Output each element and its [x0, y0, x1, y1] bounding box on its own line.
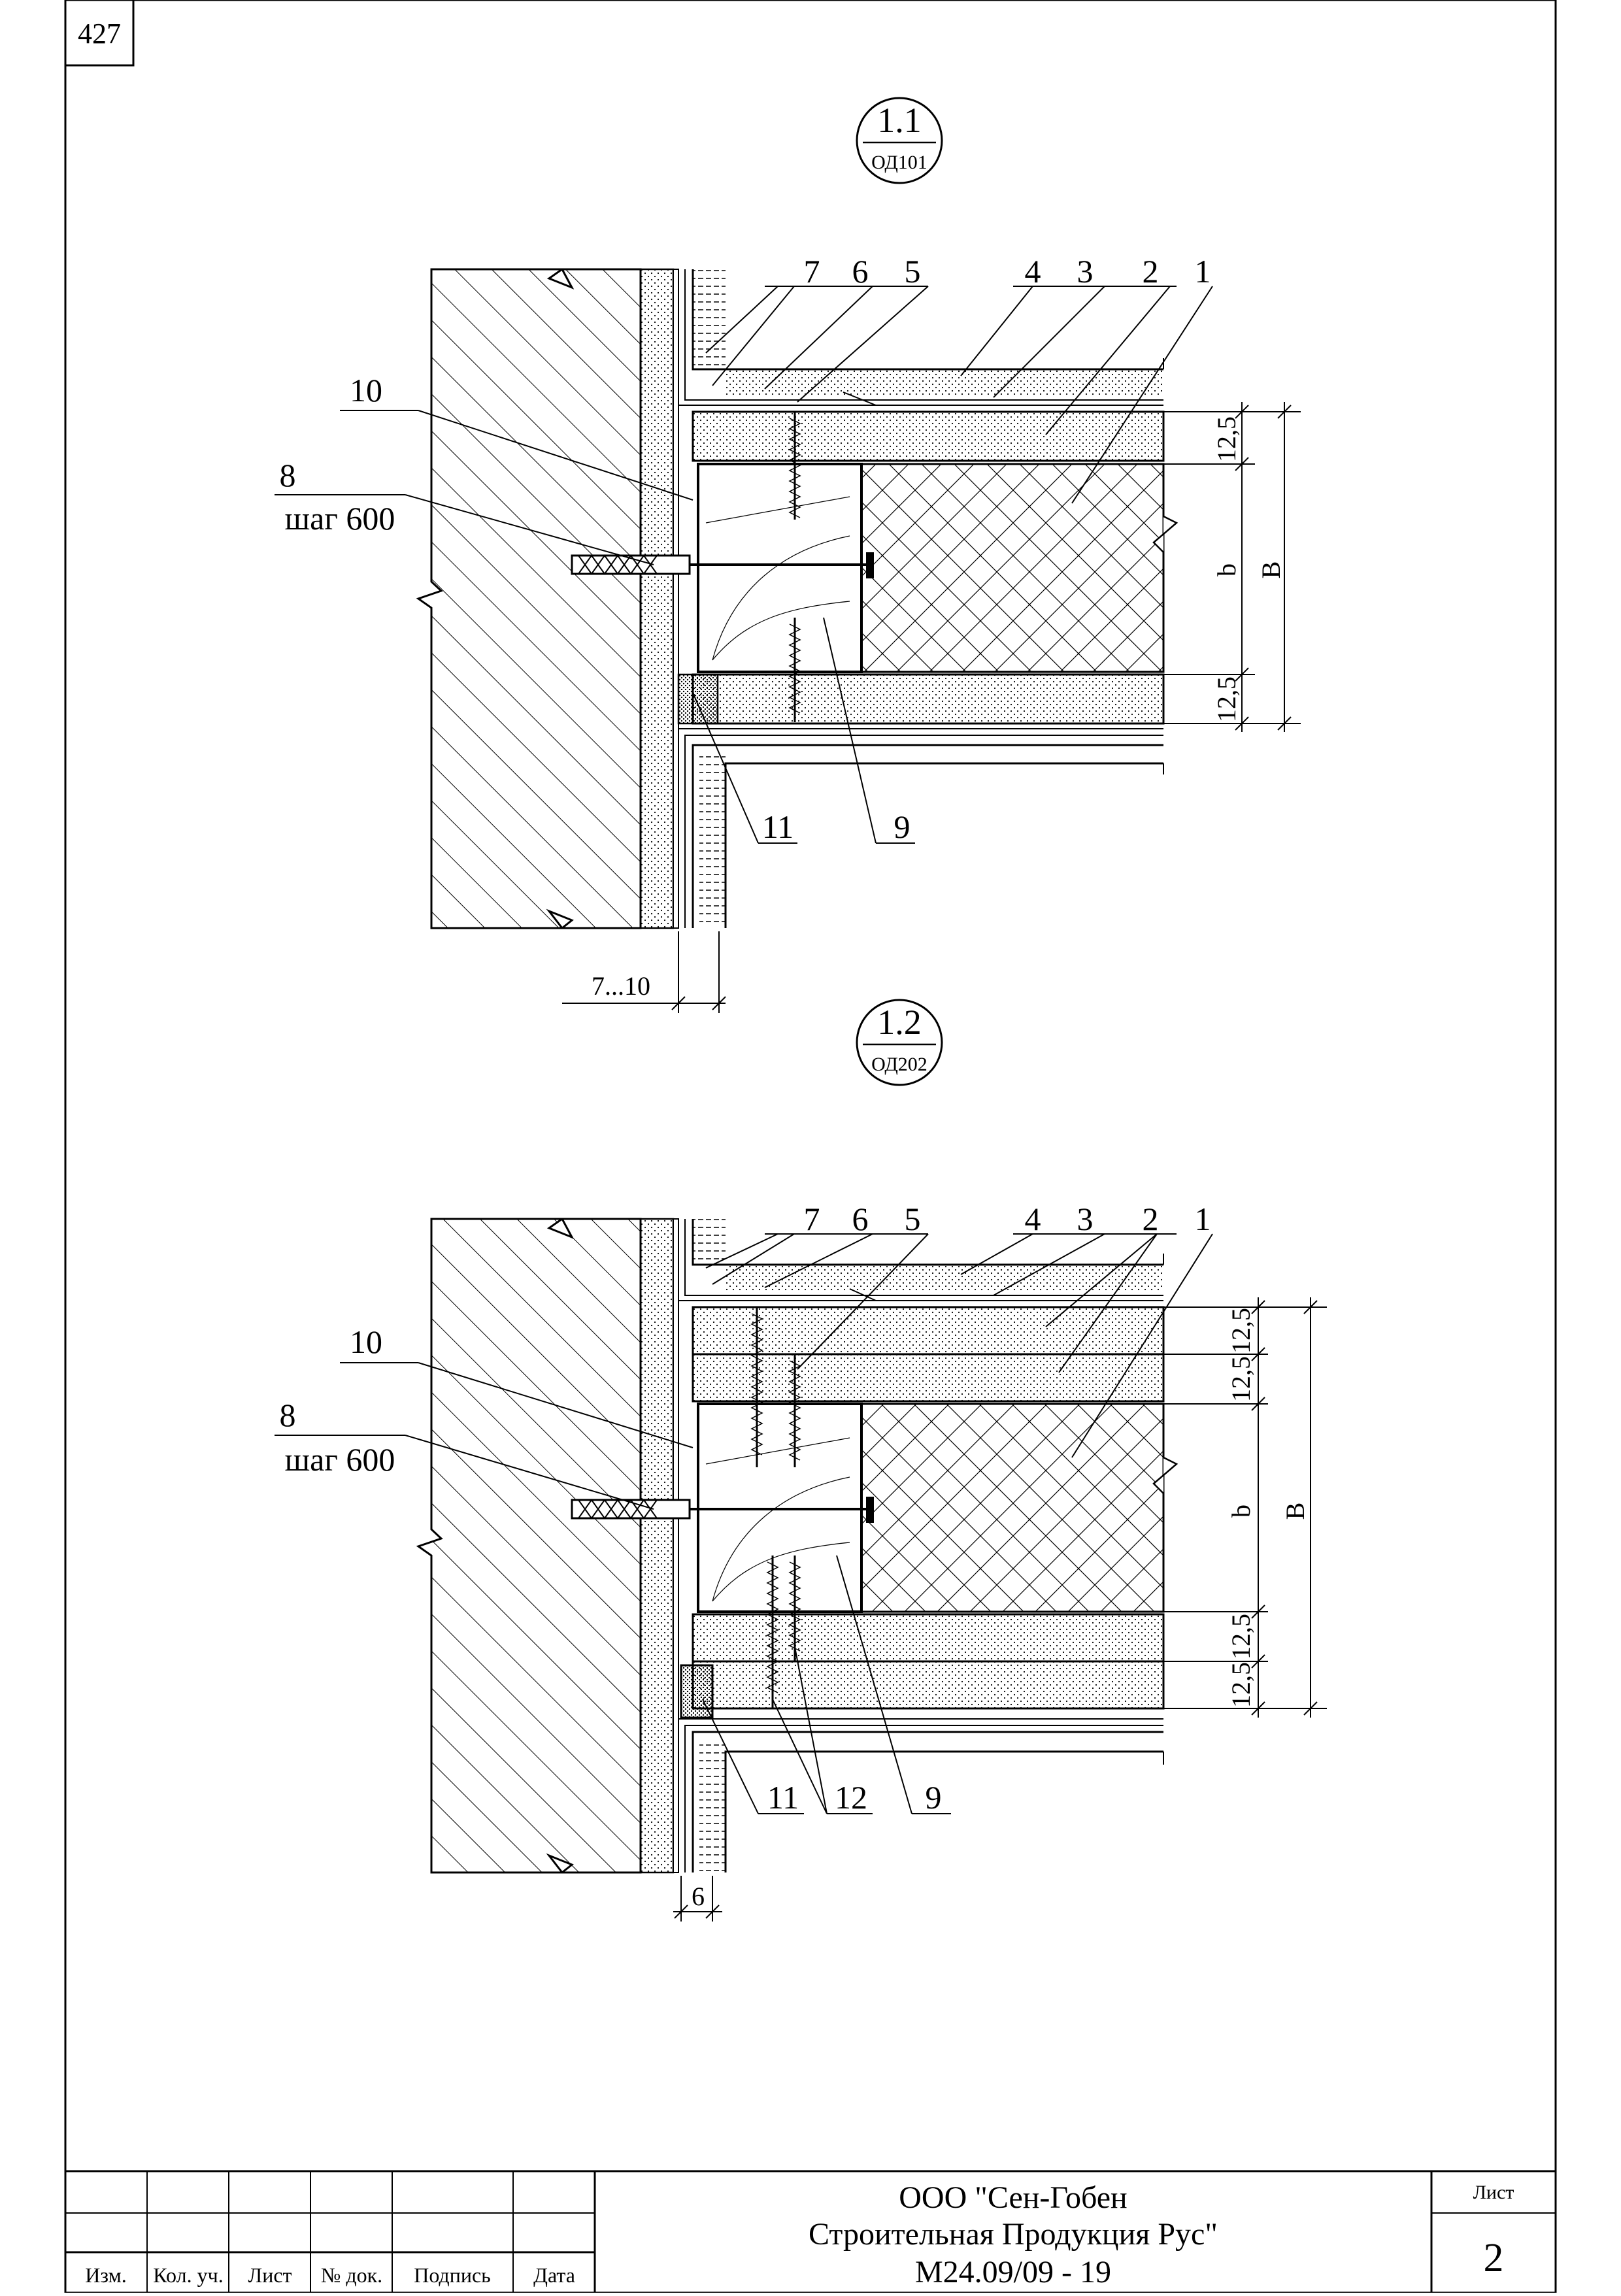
callout-11: 11 — [762, 808, 794, 845]
callout-3: 3 — [1077, 1201, 1094, 1237]
dimension-lines — [1163, 1297, 1327, 1718]
dim-B: B — [1256, 561, 1286, 579]
dim-B: B — [1280, 1503, 1310, 1520]
callout-8: 8 — [280, 457, 296, 493]
section-marker-number: 1.1 — [877, 101, 922, 140]
screw-upper — [788, 412, 801, 520]
screw-short-upper — [788, 1354, 801, 1467]
col-date: Дата — [533, 2263, 575, 2287]
col-signature: Подпись — [414, 2263, 491, 2287]
dim-b: b — [1212, 563, 1241, 576]
section-1-2: 1.2 ОД202 — [275, 999, 1327, 1922]
callout-3: 3 — [1077, 253, 1094, 290]
callout-1: 1 — [1195, 253, 1211, 290]
dim-top-board-1: 12,5 — [1226, 1308, 1256, 1354]
callout-9: 9 — [926, 1779, 942, 1816]
metal-profile — [697, 463, 863, 673]
sheet-number: 2 — [1484, 2236, 1504, 2280]
sheet-label: Лист — [1473, 2182, 1514, 2203]
title-line-1: ООО "Сен-Гобен — [899, 2180, 1127, 2215]
dim-bottom-board-2: 12,5 — [1226, 1662, 1256, 1708]
gypsum-board-bottom — [692, 673, 1165, 725]
callout-leaders — [705, 286, 1213, 504]
insulation-layer — [860, 1403, 1165, 1613]
gap-dimension — [673, 1876, 722, 1922]
dim-bottom-board-1: 12,5 — [1226, 1614, 1256, 1659]
screw-long-lower — [766, 1556, 779, 1708]
section-marker-circle — [856, 97, 943, 184]
page-number-box — [64, 0, 135, 67]
dimension-lines — [1163, 402, 1301, 732]
dim-top-board-2: 12,5 — [1226, 1356, 1256, 1402]
callout-leaders — [705, 1233, 1213, 1458]
col-kol-uch: Кол. уч. — [153, 2263, 223, 2287]
col-doc-no: № док. — [321, 2263, 382, 2287]
gypsum-board-bottom-inner — [692, 1613, 1165, 1663]
dim-bottom-board: 12,5 — [1212, 676, 1241, 722]
col-list: Лист — [248, 2263, 292, 2287]
page-number: 427 — [78, 18, 121, 50]
callout-8-note: шаг 600 — [285, 500, 395, 537]
title-line-2: Строительная Продукция Рус" — [809, 2217, 1218, 2252]
callout-9: 9 — [894, 808, 911, 845]
screw-lower — [788, 618, 801, 722]
callout-2: 2 — [1143, 253, 1159, 290]
callout-10: 10 — [350, 1323, 382, 1360]
insulation-layer — [860, 463, 1165, 673]
sealing-tape — [677, 673, 719, 725]
gypsum-board-bottom-outer — [692, 1660, 1165, 1710]
callout-10: 10 — [350, 372, 382, 408]
callout-4: 4 — [1025, 1201, 1041, 1237]
dim-top-board: 12,5 — [1212, 416, 1241, 462]
screw-long-upper — [750, 1307, 763, 1467]
dim-b: b — [1226, 1505, 1256, 1518]
anchor-dowel — [571, 552, 874, 578]
masonry-wall — [416, 268, 642, 929]
dim-gap: 6 — [692, 1882, 705, 1911]
callout-7: 7 — [804, 1201, 820, 1237]
callout-6: 6 — [852, 253, 869, 290]
callout-6: 6 — [852, 1201, 869, 1237]
callout-8-note: шаг 600 — [285, 1441, 395, 1478]
callout-2: 2 — [1143, 1201, 1159, 1237]
gap-dimension — [562, 931, 726, 1013]
section-marker-sheet: ОД101 — [871, 152, 927, 173]
gypsum-board-top-inner — [692, 1353, 1165, 1403]
gypsum-board-top-outer — [692, 1306, 1165, 1356]
callout-12: 12 — [835, 1779, 867, 1816]
section-marker-sheet: ОД202 — [871, 1054, 927, 1075]
sheet-frame — [64, 0, 1557, 2294]
section-marker-number: 1.2 — [877, 1003, 922, 1042]
section-marker-circle — [856, 999, 943, 1086]
anchor-dowel — [571, 1497, 874, 1523]
callout-4: 4 — [1025, 253, 1041, 290]
callout-11: 11 — [767, 1779, 799, 1816]
section-1-1: 1.1 ОД101 — [275, 97, 1301, 1013]
callout-5: 5 — [905, 1201, 921, 1237]
screw-short-lower — [788, 1556, 801, 1661]
masonry-wall — [416, 1218, 642, 1874]
title-line-3: М24.09/09 - 19 — [915, 2255, 1111, 2289]
callout-1: 1 — [1195, 1201, 1211, 1237]
callout-7: 7 — [804, 253, 820, 290]
callout-8: 8 — [280, 1397, 296, 1433]
title-block: Изм. Кол. уч. Лист № док. Подпись Дата О… — [64, 2170, 1557, 2294]
plaster-layer — [639, 1218, 675, 1874]
gypsum-board-top — [692, 410, 1165, 462]
callout-5: 5 — [905, 253, 921, 290]
plaster-layer — [639, 268, 675, 929]
col-izm: Изм. — [85, 2263, 127, 2287]
dim-gap: 7...10 — [592, 971, 650, 1001]
